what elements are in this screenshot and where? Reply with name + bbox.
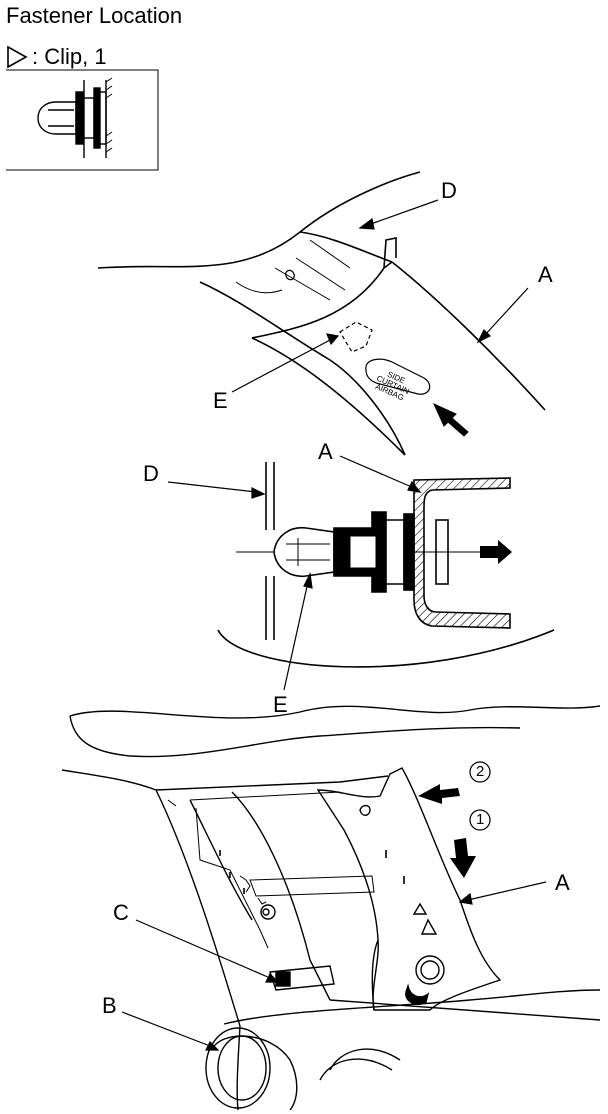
top-view-pillar xyxy=(97,171,546,456)
clip-detail-icon xyxy=(37,77,113,158)
step-1-direction-arrow xyxy=(450,838,476,878)
step-2-number: 2 xyxy=(476,763,485,780)
section-view-clip xyxy=(217,462,555,668)
callout-top-d: D xyxy=(441,178,457,203)
step-1-circle xyxy=(469,809,491,831)
callout-mid-e: E xyxy=(273,692,288,717)
step-1-number: 1 xyxy=(476,811,485,828)
callout-bot-b: B xyxy=(102,993,117,1018)
callout-mid-d: D xyxy=(143,461,159,486)
triangle-outline-icon xyxy=(7,45,28,69)
pull-direction-arrow xyxy=(480,540,512,564)
callout-mid-a: A xyxy=(318,439,333,464)
callout-bot-a: A xyxy=(555,870,570,895)
removal-direction-arrow-top xyxy=(432,402,469,437)
callout-top-e: E xyxy=(213,388,228,413)
callout-top-a: A xyxy=(538,262,553,287)
step-2-direction-arrow xyxy=(418,784,460,804)
top-view-leaders xyxy=(231,199,529,393)
clip-legend-label: : Clip, 1 xyxy=(32,44,107,69)
clip-detail-box xyxy=(6,69,159,171)
clip-legend: : Clip, 1 xyxy=(6,44,107,69)
step-2-circle xyxy=(469,761,491,783)
bottom-view-interior xyxy=(61,705,601,1111)
callout-bot-c: C xyxy=(113,900,129,925)
section-view-leaders xyxy=(167,455,422,691)
bottom-view-leaders xyxy=(121,881,547,1051)
page-title: Fastener Location xyxy=(6,3,183,28)
